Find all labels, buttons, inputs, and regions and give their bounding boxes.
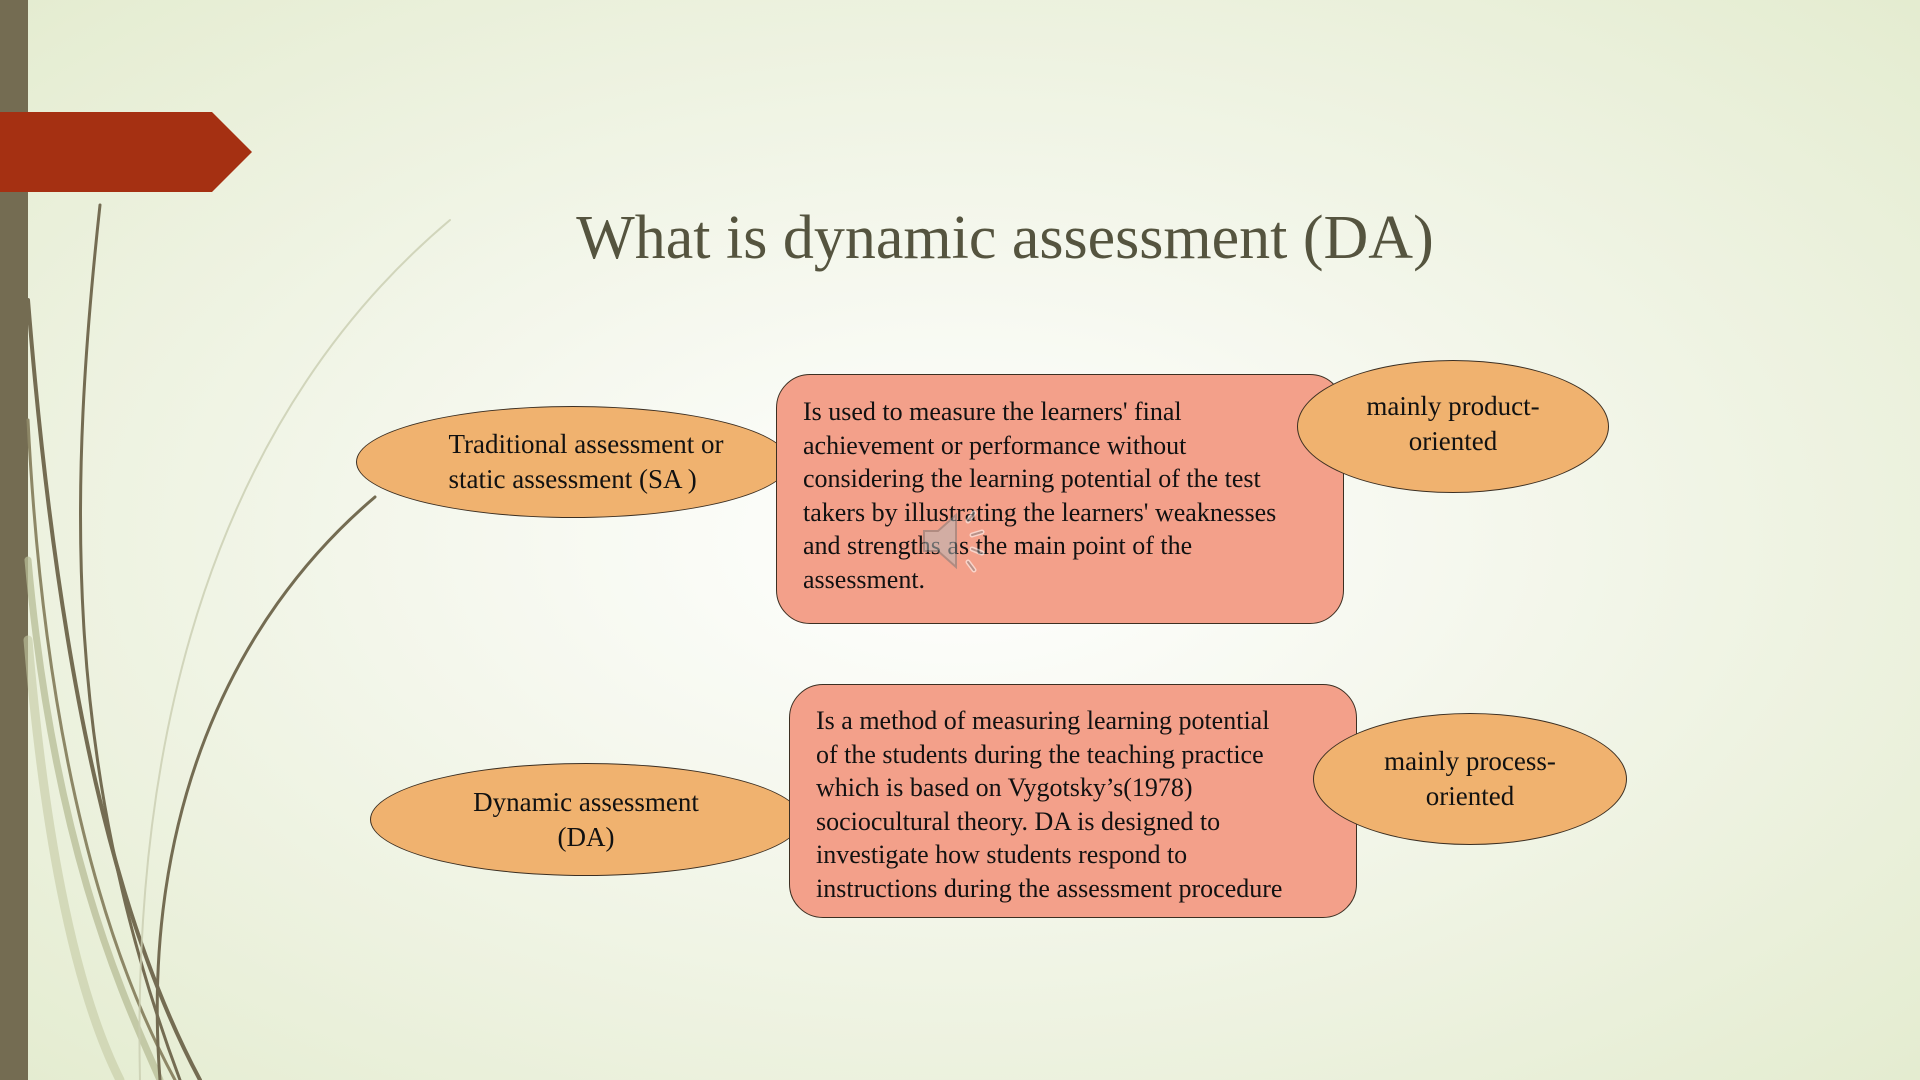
speaker-icon[interactable] <box>918 505 998 577</box>
decorative-strand <box>78 203 182 1080</box>
definition-line: investigate how students respond to <box>816 840 1188 870</box>
definition-line: Is a method of measuring learning potent… <box>816 706 1270 735</box>
definition-line: considering the learning potential of th… <box>803 464 1261 494</box>
definition-line: Is used to measure the learners' final <box>803 397 1182 426</box>
decorative-strand <box>23 635 125 1080</box>
orientation-oval-process: mainly process- oriented <box>1313 713 1627 845</box>
definition-line: and strengths as the main point of the <box>803 531 1193 561</box>
definition-line: takers by illustrating the learners' wea… <box>803 497 1277 527</box>
decorative-strand <box>155 495 377 1080</box>
decorative-strand <box>26 298 202 1080</box>
decorative-strand <box>26 418 177 1080</box>
decorative-strand <box>24 556 164 1080</box>
oval-text-line: (DA) <box>557 821 615 852</box>
oval-text-line: mainly process- <box>1384 746 1556 776</box>
definition-line: which is based on Vygotsky’s(1978) <box>816 773 1193 803</box>
accent-tab <box>0 112 252 192</box>
oval-text-line: Dynamic assessment <box>473 786 699 817</box>
oval-text-line: oriented <box>1408 426 1498 456</box>
definition-line: assessment. <box>803 564 926 594</box>
definition-line: achievement or performance without <box>803 430 1187 460</box>
oval-text-line: Traditional assessment or <box>448 429 724 459</box>
oval-text-line: oriented <box>1425 781 1515 811</box>
definition-line: of the students during the teaching prac… <box>816 739 1264 769</box>
oval-text-line: mainly product- <box>1366 391 1540 421</box>
term-oval-dynamic-assessment: Dynamic assessment (DA) <box>370 763 802 876</box>
decorative-strand <box>138 219 451 1080</box>
definition-box-static-assessment: Is used to measure the learners' final a… <box>776 374 1344 624</box>
oval-text-line: static assessment (SA ) <box>448 464 697 494</box>
slide-title: What is dynamic assessment (DA) <box>576 204 1434 272</box>
definition-box-dynamic-assessment: Is a method of measuring learning potent… <box>789 684 1357 918</box>
orientation-oval-product: mainly product- oriented <box>1297 360 1609 493</box>
definition-line: instructions during the assessment proce… <box>816 873 1283 903</box>
definition-line: sociocultural theory. DA is designed to <box>816 806 1221 836</box>
term-oval-static-assessment: Traditional assessment or static assessm… <box>356 406 790 518</box>
